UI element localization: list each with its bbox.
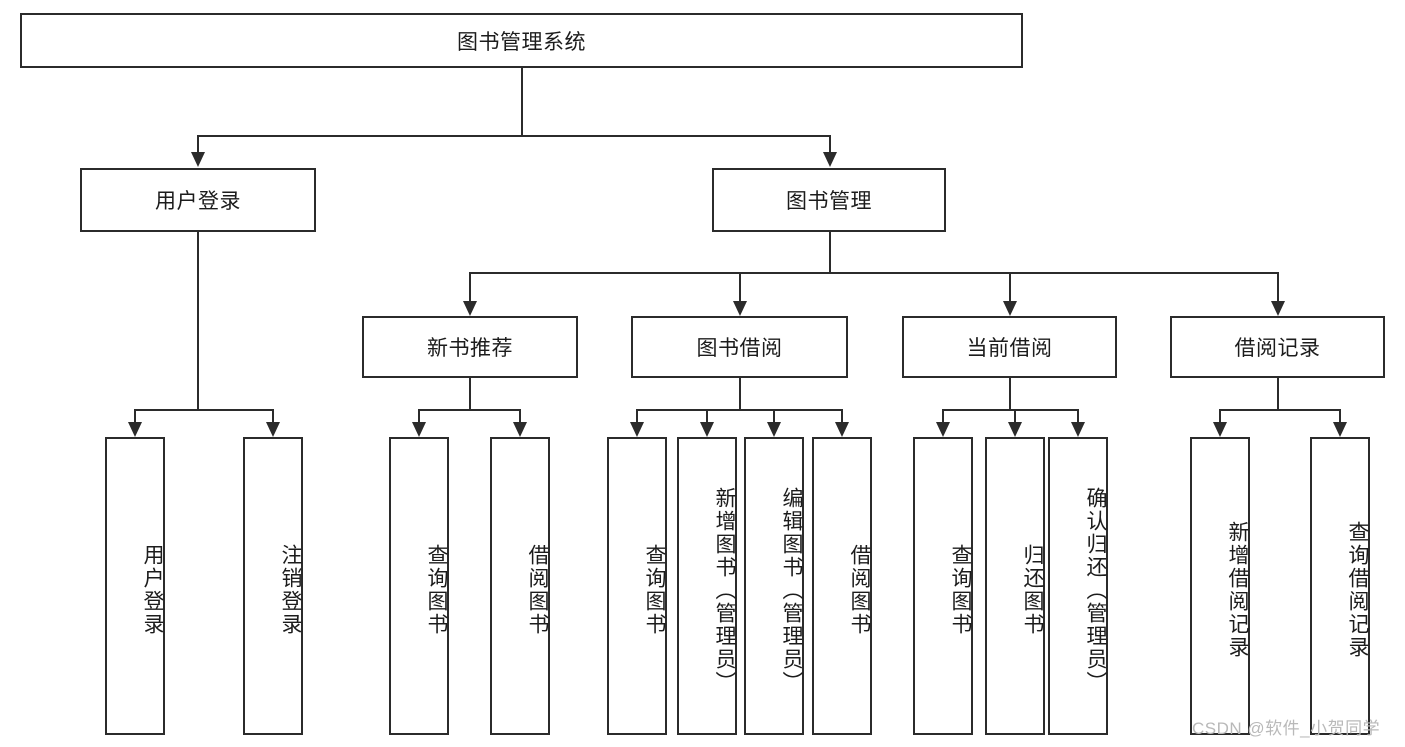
node-root-book-management-system[interactable]: 图书管理系统 — [20, 13, 1023, 68]
connector-book-management-stem — [829, 232, 831, 272]
connector-nbr-drop-2 — [519, 409, 521, 422]
node-label: 注销登录 — [279, 544, 302, 636]
leaf-new-book-recommend-2[interactable]: 借阅图书 — [490, 437, 550, 735]
connector-bb-stem — [739, 378, 741, 409]
arrow-user-login-leaf-1 — [128, 422, 142, 437]
node-label: 查询图书 — [425, 544, 448, 636]
connector-nbr-drop-1 — [418, 409, 420, 422]
connector-bb-drop-3 — [773, 409, 775, 422]
arrow-bb-leaf-3 — [767, 422, 781, 437]
connector-bm-drop-3 — [1009, 272, 1011, 301]
connector-nbr-bus — [418, 409, 521, 411]
node-label: 借阅图书 — [848, 544, 871, 636]
leaf-book-borrow-3[interactable]: 编辑图书（管理员） — [744, 437, 804, 735]
connector-nbr-stem — [469, 378, 471, 409]
leaf-book-borrow-1[interactable]: 查询图书 — [607, 437, 667, 735]
leaf-new-book-recommend-1[interactable]: 查询图书 — [389, 437, 449, 735]
connector-book-management-bus — [469, 272, 1278, 274]
arrow-br-leaf-1 — [1213, 422, 1227, 437]
csdn-watermark: CSDN @软件_小贺同学 — [1192, 719, 1381, 738]
connector-bm-drop-4 — [1277, 272, 1279, 301]
leaf-user-login-1[interactable]: 用户登录 — [105, 437, 165, 735]
node-book-borrow[interactable]: 图书借阅 — [631, 316, 848, 378]
arrow-bm-to-borrow-record — [1271, 301, 1285, 316]
leaf-current-borrow-3[interactable]: 确认归还（管理员） — [1048, 437, 1108, 735]
connector-cb-drop-3 — [1077, 409, 1079, 422]
node-label: 确认归还（管理员） — [1084, 486, 1107, 694]
arrow-nbr-leaf-1 — [412, 422, 426, 437]
node-label: 借阅图书 — [526, 544, 549, 636]
arrow-bb-leaf-4 — [835, 422, 849, 437]
leaf-current-borrow-2[interactable]: 归还图书 — [985, 437, 1045, 735]
connector-bb-bus — [636, 409, 842, 411]
connector-root-stem — [521, 68, 523, 135]
connector-cb-drop-1 — [942, 409, 944, 422]
arrow-root-to-user-login — [191, 152, 205, 167]
connector-br-stem — [1277, 378, 1279, 409]
connector-user-login-drop-1 — [134, 409, 136, 422]
arrow-bb-leaf-1 — [630, 422, 644, 437]
arrow-bm-to-current-borrow — [1003, 301, 1017, 316]
connector-cb-drop-2 — [1014, 409, 1016, 422]
arrow-br-leaf-2 — [1333, 422, 1347, 437]
node-label: 查询图书 — [643, 544, 666, 636]
connector-user-login-drop-2 — [272, 409, 274, 422]
node-book-management[interactable]: 图书管理 — [712, 168, 946, 232]
node-label: 新增借阅记录 — [1226, 521, 1249, 659]
node-new-book-recommend[interactable]: 新书推荐 — [362, 316, 578, 378]
leaf-borrow-record-1[interactable]: 新增借阅记录 — [1190, 437, 1250, 735]
leaf-borrow-record-2[interactable]: 查询借阅记录 — [1310, 437, 1370, 735]
connector-br-bus — [1219, 409, 1341, 411]
arrow-bb-leaf-2 — [700, 422, 714, 437]
node-label: 图书管理系统 — [457, 30, 586, 54]
leaf-book-borrow-4[interactable]: 借阅图书 — [812, 437, 872, 735]
connector-root-to-user-login — [197, 135, 199, 152]
arrow-cb-leaf-2 — [1008, 422, 1022, 437]
node-current-borrow[interactable]: 当前借阅 — [902, 316, 1117, 378]
connector-bb-drop-4 — [841, 409, 843, 422]
connector-br-drop-2 — [1339, 409, 1341, 422]
arrow-nbr-leaf-2 — [513, 422, 527, 437]
node-label: 用户登录 — [141, 544, 164, 636]
arrow-user-login-leaf-2 — [266, 422, 280, 437]
connector-user-login-bus — [134, 409, 272, 411]
connector-bm-drop-1 — [469, 272, 471, 301]
node-label: 新增图书（管理员） — [713, 486, 736, 694]
node-label: 当前借阅 — [966, 337, 1053, 360]
connector-bm-drop-2 — [739, 272, 741, 301]
connector-root-bus — [197, 135, 831, 137]
node-label: 归还图书 — [1021, 544, 1044, 636]
arrow-root-to-book-management — [823, 152, 837, 167]
connector-root-to-book-management — [829, 135, 831, 152]
node-user-login[interactable]: 用户登录 — [80, 168, 316, 232]
connector-bb-drop-2 — [706, 409, 708, 422]
connector-cb-stem — [1009, 378, 1011, 409]
node-label: 查询图书 — [949, 544, 972, 636]
connector-cb-bus — [942, 409, 1078, 411]
arrow-cb-leaf-3 — [1071, 422, 1085, 437]
node-label: 编辑图书（管理员） — [780, 486, 803, 694]
connector-user-login-stem — [197, 232, 199, 409]
node-label: 查询借阅记录 — [1346, 521, 1369, 659]
node-borrow-record[interactable]: 借阅记录 — [1170, 316, 1385, 378]
node-label: 图书管理 — [786, 190, 872, 213]
arrow-cb-leaf-1 — [936, 422, 950, 437]
connector-br-drop-1 — [1219, 409, 1221, 422]
node-label: 图书借阅 — [696, 337, 783, 360]
arrow-bm-to-new-book-recommend — [463, 301, 477, 316]
leaf-user-login-2[interactable]: 注销登录 — [243, 437, 303, 735]
node-label: 用户登录 — [155, 190, 241, 213]
arrow-bm-to-book-borrow — [733, 301, 747, 316]
leaf-book-borrow-2[interactable]: 新增图书（管理员） — [677, 437, 737, 735]
node-label: 借阅记录 — [1234, 337, 1321, 360]
leaf-current-borrow-1[interactable]: 查询图书 — [913, 437, 973, 735]
node-label: 新书推荐 — [427, 337, 513, 360]
connector-bb-drop-1 — [636, 409, 638, 422]
